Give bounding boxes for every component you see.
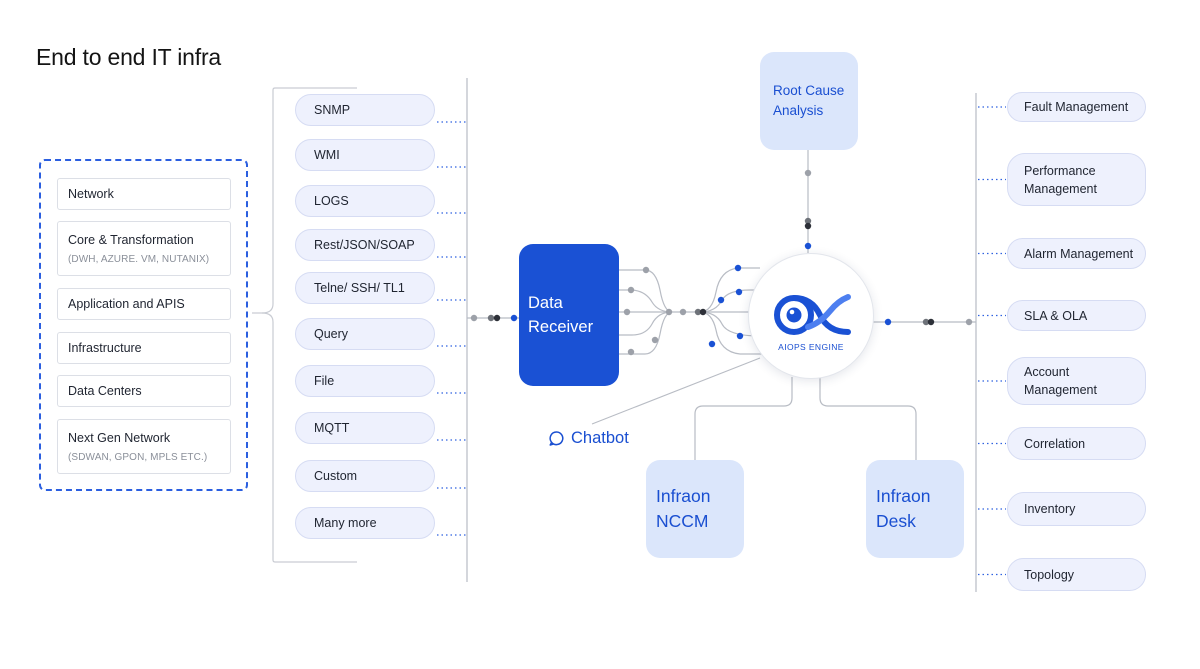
infra-item-label: Core & Transformation	[68, 232, 194, 247]
aiops-eye-logo-icon	[774, 294, 851, 335]
output-line2: Management	[1024, 383, 1097, 397]
output-line1: Topology	[1024, 567, 1075, 582]
data-receiver-block: Data Receiver	[519, 244, 619, 386]
infra-item-sub: (SDWAN, GPON, MPLS ETC.)	[68, 451, 208, 463]
infra-item-next-gen-network: Next Gen Network (SDWAN, GPON, MPLS ETC.…	[57, 419, 231, 474]
output-inventory: Inventory	[1007, 492, 1146, 526]
output-line1: Fault Management	[1024, 100, 1129, 114]
desk-line1: Infraon	[876, 486, 931, 506]
output-alarm-management: Alarm Management	[1007, 238, 1146, 269]
engine-label: AIOPS ENGINE	[778, 342, 844, 352]
output-line1: Performance	[1024, 163, 1096, 178]
protocol-query: Query	[295, 318, 435, 350]
aiops-engine: AIOPS ENGINE	[748, 253, 874, 379]
output-line1: Inventory	[1024, 502, 1076, 516]
nccm-line2: NCCM	[656, 511, 709, 531]
protocol-mqtt: MQTT	[295, 412, 435, 444]
chatbot-text: Chatbot	[571, 429, 629, 447]
infra-item-data-centers: Data Centers	[57, 375, 231, 407]
infra-item-label: Infrastructure	[68, 341, 142, 355]
output-correlation: Correlation	[1007, 427, 1146, 460]
output-line1: Account	[1024, 365, 1070, 379]
infra-item-label: Network	[68, 187, 114, 201]
infra-item-applications: Application and APIS	[57, 288, 231, 320]
protocol-custom: Custom	[295, 460, 435, 492]
output-line1: Correlation	[1024, 436, 1086, 451]
infraon-desk-tile: Infraon Desk	[866, 460, 964, 558]
root-cause-analysis-tile: Root Cause Analysis	[760, 52, 858, 150]
infra-item-label: Next Gen Network	[68, 430, 171, 445]
output-fault-management: Fault Management	[1007, 92, 1146, 122]
protocol-file: File	[295, 365, 435, 397]
infra-item-network: Network	[57, 178, 231, 210]
infra-item-sub: (DWH, AZURE. VM, NUTANIX)	[68, 253, 210, 265]
protocol-snmp: SNMP	[295, 94, 435, 126]
page-title: End to end IT infra	[36, 44, 222, 70]
rca-line1: Root Cause	[773, 83, 845, 98]
protocol-telnet: Telne/ SSH/ TL1	[295, 272, 435, 304]
infra-item-label: Application and APIS	[68, 297, 185, 311]
output-sla-ola: SLA & OLA	[1007, 300, 1146, 331]
output-line2: Management	[1024, 181, 1097, 196]
chatbot-label: Chatbot	[548, 429, 629, 448]
protocol-rest: Rest/JSON/SOAP	[295, 229, 435, 261]
protocol-wmi: WMI	[295, 139, 435, 171]
receiver-line1: Data	[528, 294, 563, 312]
infra-item-core-transformation: Core & Transformation (DWH, AZURE. VM, N…	[57, 221, 231, 276]
chat-bubble-icon	[549, 431, 564, 446]
receiver-line2: Receiver	[528, 318, 594, 336]
infra-item-infrastructure: Infrastructure	[57, 332, 231, 364]
nccm-line1: Infraon	[656, 486, 711, 506]
infra-dashed-frame	[39, 159, 248, 491]
protocol-logs: LOGS	[295, 185, 435, 217]
desk-line2: Desk	[876, 511, 916, 531]
output-topology: Topology	[1007, 558, 1146, 591]
output-line1: SLA & OLA	[1024, 308, 1088, 323]
rca-line2: Analysis	[773, 103, 824, 118]
infraon-nccm-tile: Infraon NCCM	[646, 460, 744, 558]
output-line1: Alarm Management	[1024, 246, 1134, 261]
infra-item-label: Data Centers	[68, 384, 142, 398]
protocol-many-more: Many more	[295, 507, 435, 539]
